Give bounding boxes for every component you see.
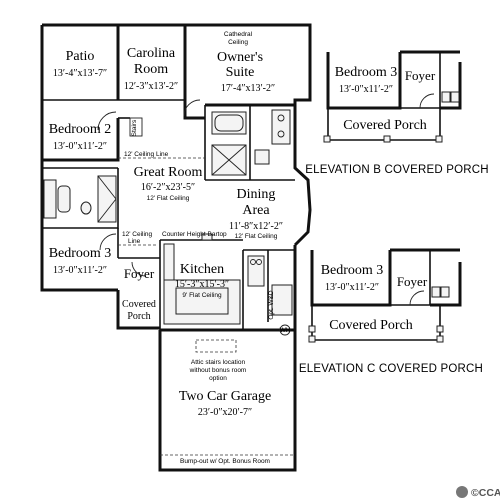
garage-dims: 23′-0″x20′-7″ [198, 407, 252, 418]
bedroom2-dims: 13′-0″x11′-2″ [53, 141, 107, 152]
elev-c-bedroom-label: Bedroom 3 [321, 263, 384, 278]
vanity-left-icon [57, 185, 71, 213]
carolina-label-1: Carolina [127, 46, 176, 61]
attic-note-2: without bonus room [189, 367, 247, 374]
sink-icon [277, 114, 285, 122]
elev-b-porch-label: Covered Porch [343, 118, 427, 133]
door-icon [97, 111, 117, 131]
kitchen-ceiling: 9' Flat Ceiling [182, 292, 222, 299]
bedroom3-dims: 13′-0″x11′-2″ [53, 265, 107, 276]
door-icon-3 [183, 99, 201, 117]
elev-c-fixture-icon [431, 286, 441, 298]
bathtub-icon [43, 179, 57, 219]
vanity-icon [271, 109, 291, 145]
covered-porch-label-2: Porch [127, 311, 150, 322]
water-heater-icon [279, 324, 291, 336]
elev-b-bedroom-label: Bedroom 3 [335, 65, 398, 80]
kitchen-dims: 15′-3″x15′-3″ [175, 279, 229, 290]
elev-b-caption: ELEVATION B COVERED PORCH [305, 164, 489, 176]
ceiling-line-left-2: Line [128, 238, 141, 245]
patio-label: Patio [66, 49, 95, 64]
foyer-label: Foyer [124, 266, 155, 281]
elev-b-post-icon-2 [383, 135, 391, 143]
elev-c-post-icon-4 [436, 335, 444, 343]
garage-label: Two Car Garage [179, 389, 271, 404]
elev-c-post-icon-2 [308, 335, 316, 343]
main-plan-labels: Patio 13′-4″x13′-7″ Carolina Room 12′-3″… [49, 31, 291, 465]
elev-c-post-icon-3 [436, 325, 444, 333]
burner-icon [250, 259, 256, 265]
carolina-dims: 12′-3″x13′-2″ [124, 81, 178, 92]
stairs-label: Stairs [131, 119, 138, 136]
elev-c-fixture-icon-2 [440, 286, 450, 298]
fridge-icon [163, 243, 175, 281]
dining-dims: 11′-8″x12′-2″ [229, 221, 283, 232]
counter-height-label: Counter Height Bartop [162, 231, 227, 238]
bedroom3-label: Bedroom 3 [49, 246, 112, 261]
cathedral-note-1: Cathedral [224, 31, 253, 38]
elev-c-porch-label: Covered Porch [329, 318, 413, 333]
dining-ceiling: 12' Flat Ceiling [235, 233, 278, 240]
linen-closet-icon [97, 175, 117, 223]
elev-c-bedroom-dims: 13′-0″x11′-2″ [325, 282, 379, 293]
patio-dims: 13′-4″x13′-7″ [53, 68, 107, 79]
toilet-icon [80, 201, 92, 215]
elevation-b-inset: Bedroom 3 13′-0″x11′-2″ Foyer Covered Po… [305, 50, 489, 176]
dining-label-2: Area [242, 203, 270, 218]
great-room-label: Great Room [134, 165, 203, 180]
bumpout-note: Bump-out w/ Opt. Bonus Room [180, 458, 270, 465]
elev-b-foyer-label: Foyer [405, 68, 436, 83]
elev-b-door-icon [419, 93, 435, 109]
dining-label-1: Dining [237, 187, 276, 202]
ceiling-line-note: 12' Ceiling Line [124, 151, 169, 158]
front-door-icon [131, 261, 147, 277]
great-room-dims: 16′-2″x23′-5″ [141, 182, 195, 193]
elev-c-caption: ELEVATION C COVERED PORCH [299, 363, 483, 375]
covered-porch-label-1: Covered [122, 299, 156, 310]
owners-suite-dims: 17′-4″x13′-2″ [221, 83, 275, 94]
stairs-icon [129, 117, 143, 137]
watermark-text: ©CCAR [471, 487, 500, 499]
closet-icon [254, 149, 270, 165]
sink-icon-2 [277, 130, 285, 138]
elev-b-post-icon-3 [435, 135, 443, 143]
bedroom2-label: Bedroom 2 [49, 122, 112, 137]
watermark-logo-icon [456, 486, 468, 498]
carolina-label-2: Room [134, 62, 168, 77]
owners-suite-label-2: Suite [226, 65, 255, 80]
elev-b-post-icon [323, 135, 331, 143]
great-room-ceiling: 12' Flat Ceiling [147, 195, 190, 202]
kitchen-label: Kitchen [180, 262, 224, 277]
kitchen-island-icon [175, 287, 229, 315]
elev-c-door-icon [409, 290, 425, 306]
range-icon [247, 255, 265, 287]
main-plan-walls [40, 23, 312, 472]
elev-b-fixture-icon [441, 91, 451, 103]
elevation-c-inset: Bedroom 3 13′-0″x11′-2″ Foyer Covered Po… [299, 248, 483, 375]
main-plan-fixtures [43, 99, 293, 353]
owners-suite-label-1: Owner's [217, 50, 263, 65]
tub-basin-icon [214, 114, 244, 132]
ceiling-line-left-1: 12' Ceiling [122, 231, 153, 238]
elev-b-fixture-icon-2 [450, 91, 460, 103]
burner-icon-2 [256, 259, 262, 265]
washer-dryer-icon [271, 284, 293, 316]
attic-note-3: option [209, 375, 227, 382]
door-icon-2 [99, 233, 117, 251]
bartop-icon [201, 233, 213, 241]
watermark: ©CCAR [456, 486, 500, 499]
elev-c-post-icon [308, 325, 316, 333]
elev-b-bedroom-dims: 13′-0″x11′-2″ [339, 84, 393, 95]
washer-dryer-label: Opt. W&D [268, 290, 275, 320]
attic-note-1: Attic stairs location [191, 359, 246, 366]
attic-stairs-icon [195, 339, 237, 353]
cathedral-note-2: Ceiling [228, 39, 248, 46]
elev-c-foyer-label: Foyer [397, 274, 428, 289]
water-heater-label: WH [280, 327, 291, 334]
